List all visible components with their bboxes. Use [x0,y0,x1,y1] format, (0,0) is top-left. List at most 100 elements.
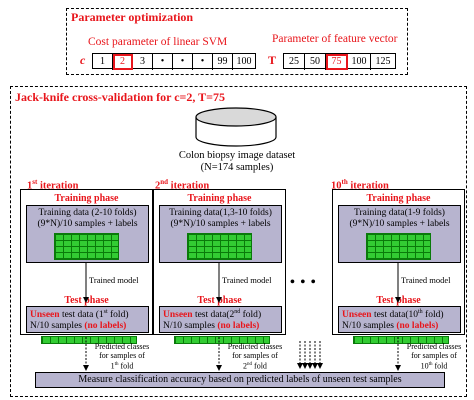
fold-word: fold [240,310,258,321]
svm-cost-label: Cost parameter of linear SVM [88,36,228,48]
measure-accuracy-text: Measure classification accuracy based on… [78,374,402,385]
test-sample-count: N/10 samples [30,321,85,332]
training-data-box: Training data(1,3-10 folds)(9*N)/10 samp… [159,205,282,263]
predicted-fold-number: 1 [110,361,115,371]
c-value-cell: • [173,54,193,70]
test-data-box: Unseen test data (1st fold)N/10 samples … [26,306,149,333]
predicted-fold-word: fold [252,361,267,371]
c-value-cell: 3 [133,54,153,70]
unseen-label: Unseen [163,310,193,321]
iteration-ordinal: st [32,178,38,186]
iteration-label: 2nd iteration [155,178,209,192]
test-sample-count: N/10 samples [342,321,397,332]
database-icon [195,107,277,147]
parameter-optimization-title: Parameter optimization [71,10,194,24]
jackknife-box [10,86,467,397]
c-symbol: c [80,53,86,67]
test-data-strip [353,336,449,344]
predicted-fold-number: 10 [420,361,429,371]
predicted-line2: for samples of [232,351,278,360]
predicted-fold-number: 2 [243,361,248,371]
predicted-fold-ordinal: nd [247,362,253,367]
test-data-close: ) [257,310,262,321]
fold-ordinal: th [418,309,423,315]
predicted-line1: Predicted classes [406,342,462,351]
predicted-fold-ordinal: th [114,362,119,367]
predicted-line3: 10th fold [394,360,474,371]
t-value-cell: 25 [284,54,305,70]
predicted-line2: for samples of [411,351,457,360]
predicted-line1: Predicted classes [94,342,150,351]
parameter-optimization-box [66,8,408,75]
predicted-line3: 1th fold [82,360,162,371]
iteration-number: 2 [155,180,161,192]
predicted-fold-ordinal: th [428,362,433,367]
test-data-line2: N/10 samples (no labels) [163,321,281,332]
training-data-line1: Training data(1,3-10 folds) [169,208,272,218]
training-data-line2: (9*N)/10 samples + labels [170,219,271,229]
test-data-line2: N/10 samples (no labels) [30,321,148,332]
test-data-close: ) [125,310,129,321]
feature-vector-label: Parameter of feature vector [272,33,398,45]
iteration-ordinal: nd [160,178,169,186]
no-labels-label: (no labels) [84,321,127,332]
test-data-strip [174,336,270,344]
training-phase-title: Training phase [366,193,431,204]
trained-model-label: Trained model [222,275,272,285]
predicted-line1: Predicted classes [227,342,283,351]
iteration-label: 1st iteration [27,178,78,192]
training-data-grid [54,233,119,260]
iteration-ellipsis: • • • [290,275,317,290]
predicted-fold-word: fold [118,361,134,371]
training-data-line1: Training data (2-10 folds) [38,208,137,218]
c-value-cell: • [193,54,213,70]
predicted-line3: 2nd fold [215,360,295,371]
training-phase-title: Training phase [187,193,252,204]
predicted-line2: for samples of [99,351,145,360]
training-data-box: Training data(1-9 folds)(9*N)/10 samples… [338,205,461,263]
iteration-word: iteration [39,180,79,192]
t-symbol: T [268,53,277,67]
predicted-fold-word: fold [432,361,448,371]
iteration-number: 10 [331,180,342,192]
c-value-cell: 100 [236,56,252,67]
training-data-line2: (9*N)/10 samples + labels [349,219,450,229]
no-labels-label: (no labels) [396,321,439,332]
iteration-number: 1 [27,180,33,192]
fold-ordinal: nd [234,309,241,315]
iteration-word: iteration [350,180,389,192]
trained-model-label: Trained model [89,275,139,285]
test-data-strip [41,336,137,344]
training-data-line2: (9*N)/10 samples + labels [37,219,138,229]
t-value-cell: 50 [305,54,326,70]
test-data-text: test data(10 [371,310,418,321]
test-data-box: Unseen test data(2nd fold)N/10 samples (… [159,306,282,333]
trained-model-label: Trained model [401,275,451,285]
test-data-line1: Unseen test data (1st fold) [30,307,148,321]
fold-word: fold [422,310,441,321]
t-value-cell: 100 [348,54,371,70]
dataset-size: (N=174 samples) [200,162,274,173]
no-labels-label: (no labels) [217,321,260,332]
test-data-text: test data(2 [192,310,235,321]
test-data-line1: Unseen test data(2nd fold) [163,307,281,321]
test-data-close: ) [440,310,444,321]
test-data-line2: N/10 samples (no labels) [342,321,460,332]
iteration-word: iteration [170,180,210,192]
training-data-grid [366,233,431,260]
iteration-label: 10th iteration [331,178,389,192]
fold-word: fold [107,310,126,321]
c-value-cell: • [153,54,173,70]
jackknife-title: Jack-knife cross-validation for c=2, T=7… [15,90,226,104]
unseen-label: Unseen [342,310,372,321]
measure-accuracy-box [35,372,445,388]
c-value-cell: 2 [113,54,133,70]
dataset-name: Colon biopsy image dataset [178,150,296,161]
unseen-label: Unseen [30,310,60,321]
